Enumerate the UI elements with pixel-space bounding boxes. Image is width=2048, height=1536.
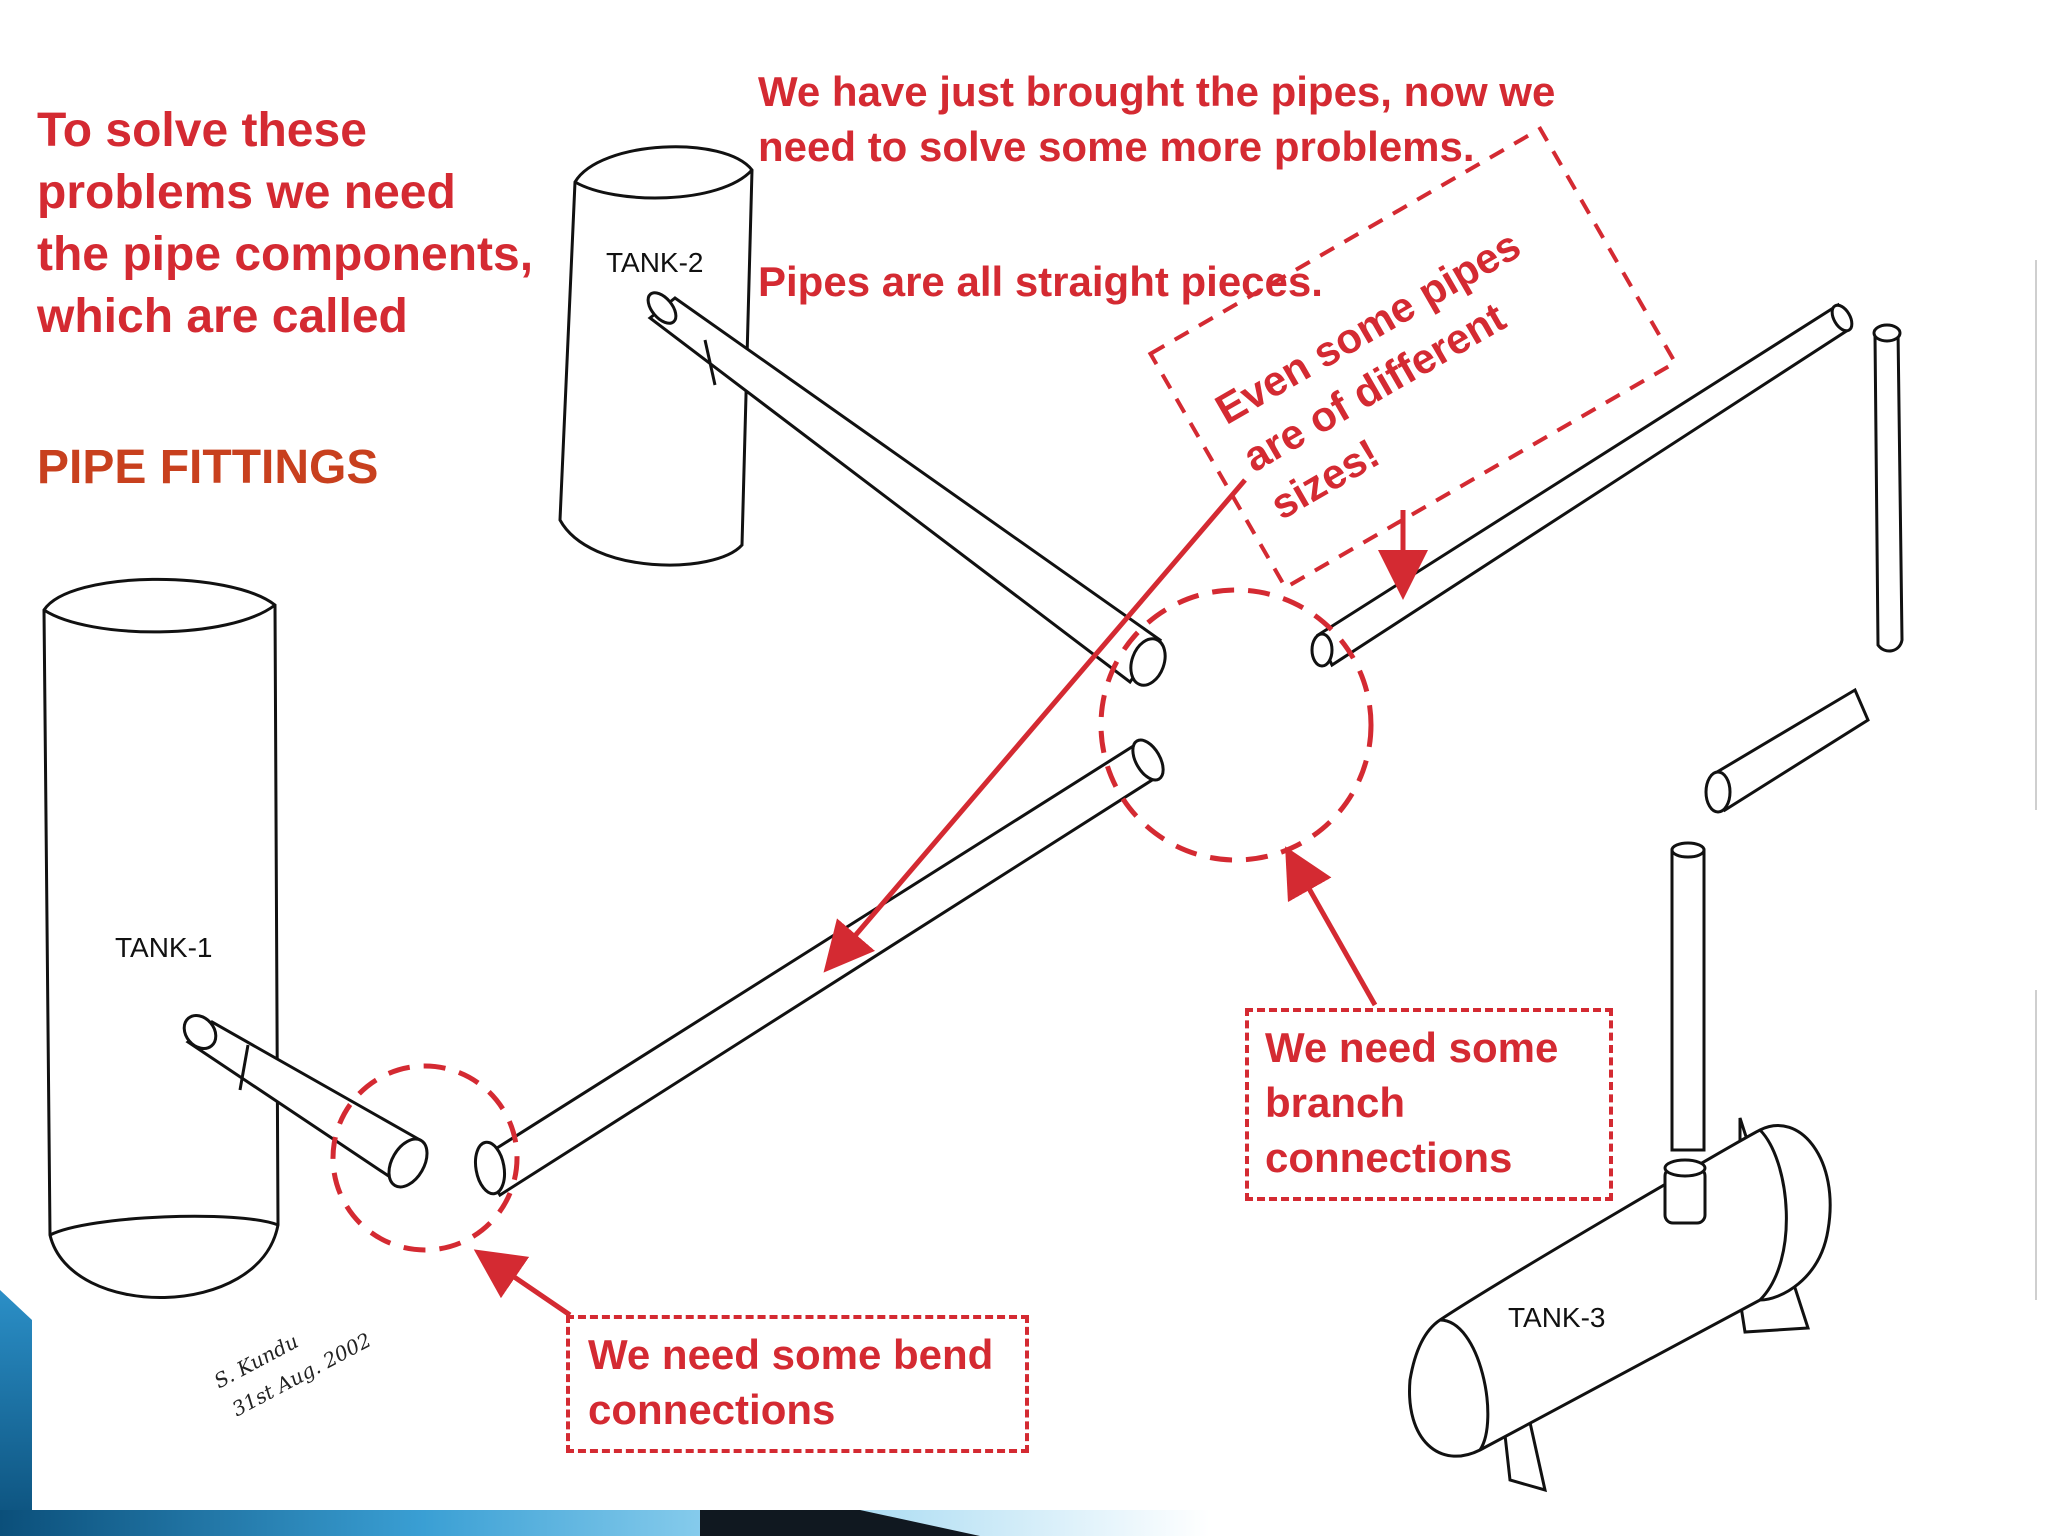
bend-note: We need some bend connections (588, 1331, 994, 1433)
pipe-tank1-stub (182, 1014, 429, 1189)
arrow-bend (473, 1249, 572, 1318)
arrow-branch (1285, 846, 1378, 1007)
pipe-vertical-tank3 (1670, 841, 1706, 1152)
sizes-note-box: Even some pipes are of different sizes! (1147, 126, 1678, 591)
tank-3-label: TANK-3 (1508, 1302, 1606, 1333)
pipe-short-right (1704, 687, 1870, 814)
tank-2 (558, 145, 754, 567)
branch-circle (1098, 587, 1374, 863)
tank-1-label: TANK-1 (115, 932, 213, 963)
pipe-fittings-heading: PIPE FITTINGS (37, 441, 379, 494)
tank-3 (1408, 1117, 1832, 1493)
top-note: We have just brought the pipes, now we n… (758, 68, 1556, 170)
pipe-long-lower (473, 738, 1165, 1198)
bend-circle (330, 1063, 520, 1253)
straight-pieces-note: Pipes are all straight pieces. (758, 258, 1323, 305)
pipe-tank2 (646, 291, 1167, 687)
branch-note: We need some branch connections (1265, 1024, 1559, 1181)
branch-note-box (1245, 1008, 1613, 1201)
arrow-sizes-to-pipe (823, 478, 1247, 973)
tank-2-label: TANK-2 (606, 247, 704, 278)
bottom-decor-bar (0, 1290, 1210, 1536)
bend-note-box (566, 1315, 1029, 1453)
tank-1 (42, 577, 280, 1299)
pipe-upper-right (1310, 302, 1854, 668)
pipe-vertical-right (1872, 323, 1904, 653)
intro-text: To solve these problems we need the pipe… (37, 104, 534, 343)
